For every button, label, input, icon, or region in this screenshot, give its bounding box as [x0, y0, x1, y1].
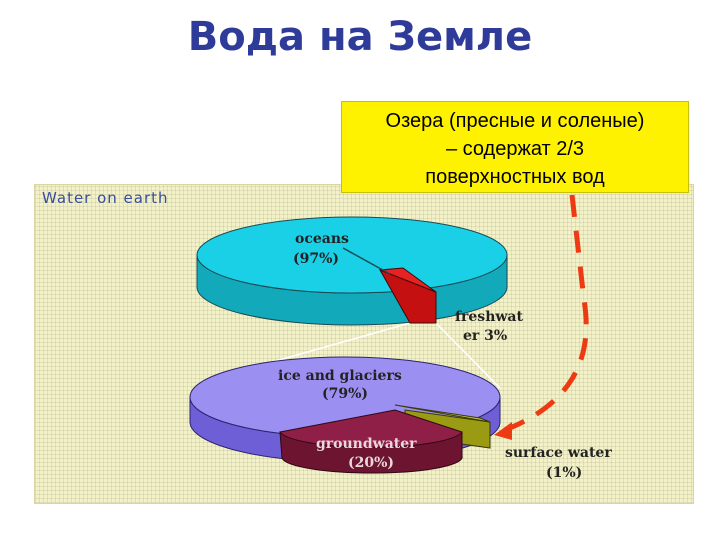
groundwater-slice: [279, 409, 463, 448]
connector-line-left: [257, 322, 411, 367]
surface-label: surface water: [505, 445, 612, 461]
figure-title: Water on earth: [42, 189, 169, 207]
ice-label: ice and glaciers: [278, 368, 402, 384]
pointer-arrowhead: [494, 422, 512, 440]
freshwater-slice: [379, 267, 437, 293]
surface-pct-label: (1%): [546, 465, 582, 481]
oceans-label: oceans: [295, 231, 349, 247]
groundwater-wedge: [279, 409, 463, 474]
pointer-arrow: [499, 194, 589, 435]
groundwater-label: groundwater: [316, 436, 417, 452]
freshwater-wedge: [378, 267, 437, 324]
oceans-pct-label: (97%): [293, 251, 339, 267]
freshwater-label-line2: er 3%: [463, 328, 507, 344]
oceans-pointer-line: [342, 247, 391, 275]
freshwater-label-line1: freshwat: [455, 309, 523, 325]
note-box: Озера (пресные и соленые) – содержат 2/3…: [341, 101, 689, 193]
groundwater-pct-label: (20%): [348, 455, 394, 471]
ice-pct-label: (79%): [322, 386, 368, 402]
oceans-slice: [196, 216, 508, 294]
slide-title: Вода на Земле: [187, 14, 533, 60]
surface-slice: [394, 404, 491, 423]
connector-line-right: [435, 322, 501, 389]
